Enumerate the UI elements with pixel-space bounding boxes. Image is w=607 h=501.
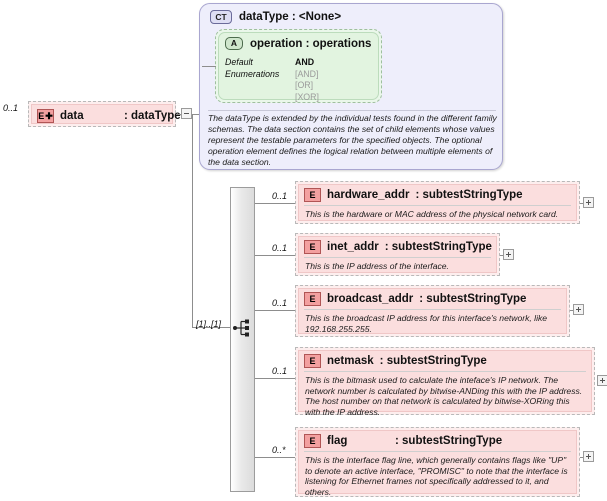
attribute-operation-title: operation : operations xyxy=(250,37,372,50)
cardinality-flag: 0..* xyxy=(272,445,286,455)
attribute-property-labels: Default Enumerations xyxy=(225,57,295,103)
element-hardware-addr-name: hardware_addr xyxy=(327,189,410,201)
line-broadcast-addr-expand xyxy=(570,310,574,311)
attribute-operation-inner: A operation : operations Default Enumera… xyxy=(218,32,379,103)
element-broadcast-addr-inner: E broadcast_addr : subtestStringType Thi… xyxy=(298,288,567,334)
element-hardware-addr-header: E hardware_addr : subtestStringType xyxy=(299,185,576,205)
attribute-badge-icon: A xyxy=(225,37,243,50)
element-broadcast-addr-name: broadcast_addr xyxy=(327,293,414,305)
element-hardware-addr[interactable]: E hardware_addr : subtestStringType This… xyxy=(295,181,580,224)
line-to-flag xyxy=(255,457,299,458)
element-flag-type: : subtestStringType xyxy=(395,435,503,447)
attr-label-blank-2 xyxy=(225,92,295,104)
element-netmask-documentation: This is the bitmask used to calculate th… xyxy=(305,375,583,417)
element-data-inner: E data : dataType xyxy=(31,104,181,126)
line-to-broadcast-addr xyxy=(255,310,299,311)
element-flag-inner: E flag : subtestStringType This is the i… xyxy=(298,430,577,497)
attr-value-enum-xor: [XOR] xyxy=(295,91,319,102)
element-hardware-addr-documentation: This is the hardware or MAC address of t… xyxy=(305,209,559,219)
element-broadcast-addr-documentation: This is the broadcast IP address for thi… xyxy=(305,313,548,334)
cardinality-netmask: 0..1 xyxy=(272,366,288,376)
trunk-to-sequence xyxy=(192,327,230,328)
element-badge-icon: E xyxy=(304,188,321,202)
line-hardware-addr-expand xyxy=(580,203,584,204)
sequence-cardinality: [1]..[1] xyxy=(196,319,222,329)
element-divider xyxy=(304,309,561,310)
element-broadcast-addr-type: : subtestStringType xyxy=(419,293,527,305)
line-to-attribute xyxy=(202,66,216,67)
element-divider xyxy=(304,451,571,452)
element-badge-icon: E xyxy=(304,434,321,448)
element-hardware-addr-inner: E hardware_addr : subtestStringType This… xyxy=(298,184,577,221)
expand-netmask-button[interactable] xyxy=(597,375,607,386)
cardinality-inet-addr: 0..1 xyxy=(272,243,288,253)
expand-broadcast-addr-button[interactable] xyxy=(573,304,584,315)
attr-label-default: Default xyxy=(225,57,253,67)
expand-inet-addr-button[interactable] xyxy=(503,249,514,260)
attribute-property-values: AND [AND] [OR] [XOR] xyxy=(295,57,319,103)
element-badge-icon: E xyxy=(304,240,321,254)
attr-label-enumerations: Enumerations xyxy=(225,68,280,79)
cardinality-hardware-addr: 0..1 xyxy=(272,191,288,201)
element-netmask[interactable]: E netmask : subtestStringType This is th… xyxy=(295,347,595,417)
cardinality-broadcast-addr: 0..1 xyxy=(272,298,288,308)
attr-value-enum-and: [AND] xyxy=(295,68,319,79)
element-netmask-type: : subtestStringType xyxy=(379,355,487,367)
complextype-documentation: The dataType is extended by the individu… xyxy=(208,113,497,167)
element-flag-header: E flag : subtestStringType xyxy=(299,431,576,451)
expand-hardware-addr-button[interactable] xyxy=(583,197,594,208)
line-data-to-control xyxy=(176,114,182,115)
sequence-icon xyxy=(233,319,249,337)
complextype-title: dataType : <None> xyxy=(239,11,342,23)
line-control-to-ct xyxy=(192,114,202,115)
element-badge-icon: E xyxy=(304,354,321,368)
element-inet-addr[interactable]: E inet_addr : subtestStringType This is … xyxy=(295,233,500,276)
line-to-inet-addr xyxy=(255,255,299,256)
attribute-operation[interactable]: A operation : operations Default Enumera… xyxy=(215,29,382,103)
trunk-vertical xyxy=(192,114,193,327)
element-flag[interactable]: E flag : subtestStringType This is the i… xyxy=(295,427,580,497)
element-inet-addr-name: inet_addr xyxy=(327,241,379,253)
element-divider xyxy=(304,371,586,372)
element-inet-addr-header: E inet_addr : subtestStringType xyxy=(299,237,496,257)
line-to-hardware-addr xyxy=(255,203,299,204)
complextype-header: CT dataType : <None> xyxy=(200,4,502,24)
expand-flag-button[interactable] xyxy=(583,451,594,462)
model-group-bar[interactable] xyxy=(230,187,255,492)
element-hardware-addr-type: : subtestStringType xyxy=(415,189,523,201)
element-netmask-inner: E netmask : subtestStringType This is th… xyxy=(298,350,592,417)
attr-label-blank-1 xyxy=(225,80,295,92)
attribute-properties: Default Enumerations AND [AND] [OR] [XOR… xyxy=(219,57,378,103)
element-inet-addr-type: : subtestStringType xyxy=(384,241,492,253)
element-divider xyxy=(304,205,571,206)
complextype-doc-divider xyxy=(208,110,496,111)
element-broadcast-addr-header: E broadcast_addr : subtestStringType xyxy=(299,289,566,309)
line-flag-expand xyxy=(580,457,584,458)
element-data-name: data xyxy=(60,110,84,122)
element-badge-icon: E xyxy=(304,292,321,306)
element-flag-name: flag xyxy=(327,435,348,447)
element-flag-documentation: This is the interface flag line, which g… xyxy=(305,455,568,497)
element-data[interactable]: E data : dataType xyxy=(28,101,181,127)
attr-value-default: AND xyxy=(295,57,315,67)
attr-value-enum-or: [OR] xyxy=(295,80,314,90)
line-to-netmask xyxy=(255,378,299,379)
collapse-minus-button[interactable] xyxy=(181,108,192,119)
element-plus-icon: E xyxy=(37,109,54,123)
element-broadcast-addr[interactable]: E broadcast_addr : subtestStringType Thi… xyxy=(295,285,570,337)
element-inet-addr-inner: E inet_addr : subtestStringType This is … xyxy=(298,236,497,273)
element-data-header: E data : dataType xyxy=(32,105,181,126)
element-netmask-name: netmask xyxy=(327,355,374,367)
element-divider xyxy=(304,257,491,258)
attribute-operation-header: A operation : operations xyxy=(219,33,378,53)
ct-badge-icon: CT xyxy=(210,10,232,24)
element-data-type: : dataType xyxy=(124,110,181,122)
line-inet-addr-expand xyxy=(500,255,504,256)
element-netmask-header: E netmask : subtestStringType xyxy=(299,351,591,371)
root-cardinality: 0..1 xyxy=(3,103,19,113)
element-inet-addr-documentation: This is the IP address of the interface. xyxy=(305,261,449,271)
